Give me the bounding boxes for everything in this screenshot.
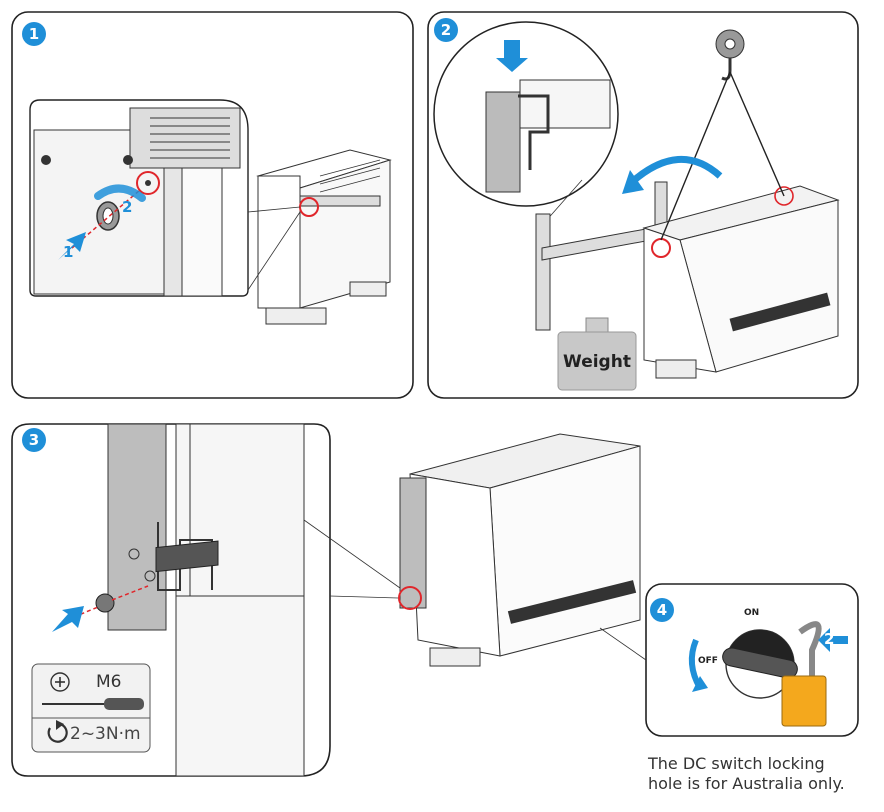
step-4-turn-number: 1 <box>682 628 693 646</box>
panel-step-3 <box>11 423 641 777</box>
step-1-arrow-out-number: 1 <box>63 243 74 261</box>
note-line-2: hole is for Australia only. <box>648 774 845 793</box>
weight-label: Weight <box>563 352 631 372</box>
switch-on-label: ON <box>744 608 760 618</box>
panel-step-4 <box>599 583 859 737</box>
torque-label: 2~3N·m <box>70 724 141 744</box>
switch-off-label: OFF <box>698 656 718 666</box>
step-1-arrow-in-number: 2 <box>122 198 133 216</box>
step-2-badge: 2 <box>434 18 458 42</box>
australia-note: The DC switch locking hole is for Austra… <box>648 754 878 794</box>
screw-size-label: M6 <box>96 672 122 692</box>
note-line-1: The DC switch locking <box>648 754 825 773</box>
step-4-push-number: 2 <box>824 630 835 648</box>
panel-step-1 <box>11 11 414 399</box>
step-3-badge: 3 <box>22 428 46 452</box>
panel-step-2 <box>427 11 859 399</box>
step-1-badge: 1 <box>22 22 46 46</box>
step-4-badge: 4 <box>650 598 674 622</box>
